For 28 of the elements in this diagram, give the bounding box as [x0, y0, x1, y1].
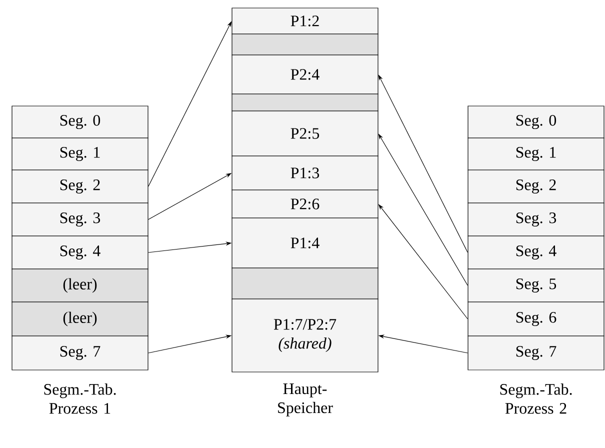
- empty-memory-cell: [232, 268, 378, 300]
- memory-cell: P1:2: [232, 8, 378, 34]
- segment-table-cell: Seg. 7: [468, 336, 604, 370]
- segment-table-cell: Seg. 3: [468, 202, 604, 236]
- segment-table-cell: Seg. 4: [12, 236, 148, 270]
- segment-table-cell: Seg. 1: [12, 138, 148, 170]
- memory-cell: P1:4: [232, 218, 378, 268]
- segment-table-cell: (leer): [12, 268, 148, 302]
- segment-table-cell: Seg. 6: [468, 302, 604, 336]
- segment-table-cell: Seg. 7: [12, 336, 148, 370]
- memory-cell: P1:7/P2:7 (shared): [232, 298, 378, 372]
- memory-cell: P2:6: [232, 190, 378, 218]
- segment-table-cell: Seg. 1: [468, 138, 604, 170]
- segment-table-cell: Seg. 2: [468, 170, 604, 204]
- segment-table-cell: Seg. 2: [12, 170, 148, 204]
- memory-cell: P1:3: [232, 156, 378, 190]
- empty-memory-cell: [232, 94, 378, 112]
- segment-table-cell: Seg. 0: [12, 106, 148, 138]
- segment-table-cell: Seg. 5: [468, 268, 604, 302]
- segment-table-cell: Seg. 0: [468, 106, 604, 138]
- segment-table-cell: Seg. 3: [12, 202, 148, 236]
- column-caption: Segm.-Tab. Prozess 1: [44, 384, 116, 414]
- memory-cell: P2:4: [232, 54, 378, 94]
- segment-table-cell: Seg. 4: [468, 236, 604, 270]
- segment-table-cell: (leer): [12, 302, 148, 336]
- empty-memory-cell: [232, 34, 378, 56]
- column-caption: Segm.-Tab. Prozess 2: [500, 384, 572, 414]
- memory-cell: P2:5: [232, 110, 378, 156]
